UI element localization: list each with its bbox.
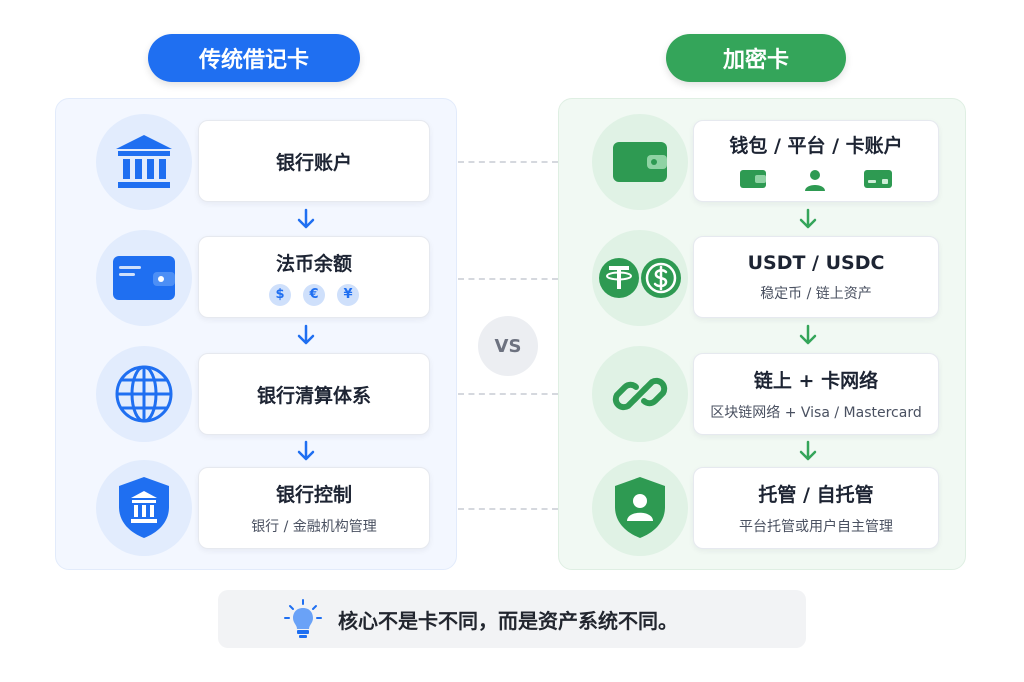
stablecoin-icon: [592, 230, 688, 326]
step-title: 钱包 / 平台 / 卡账户: [729, 134, 903, 157]
step-subtitle: 银行 / 金融机构管理: [251, 519, 377, 535]
connector-line: [458, 278, 558, 280]
dollar-coin-icon: $: [269, 283, 291, 306]
arrow-down-icon: [297, 208, 315, 229]
bank-icon: [96, 114, 192, 210]
crypto-step-chain-network: 链上 + 卡网络 区块链网络 + Visa / Mastercard: [693, 353, 939, 435]
vs-badge: VS: [478, 316, 538, 376]
step-title: 银行清算体系: [256, 384, 371, 407]
connector-line: [458, 508, 558, 510]
chain-link-icon: [592, 346, 688, 442]
arrow-down-icon: [297, 440, 315, 461]
traditional-step-fiat-balance: 法币余额 $ € ¥: [198, 236, 430, 318]
crypto-step-wallet-account: 钱包 / 平台 / 卡账户: [693, 120, 939, 202]
connector-line: [458, 393, 558, 395]
traditional-step-bank-control: 银行控制 银行 / 金融机构管理: [198, 467, 430, 549]
crypto-wallet-icon: [592, 114, 688, 210]
bank-shield-icon: [96, 460, 192, 556]
step-title: 链上 + 卡网络: [753, 370, 879, 392]
traditional-card-title: 传统借记卡: [148, 34, 360, 82]
footer-note: 核心不是卡不同，而是资产系统不同。: [218, 590, 806, 648]
connector-line: [458, 161, 558, 163]
step-title: 法币余额: [275, 252, 352, 275]
wallet-icon: [96, 230, 192, 326]
step-subtitle: 区块链网络 + Visa / Mastercard: [710, 405, 922, 421]
card-icon: [864, 169, 892, 188]
arrow-down-icon: [799, 440, 817, 461]
yen-coin-icon: ¥: [337, 283, 359, 306]
lightbulb-icon: [284, 599, 322, 638]
user-shield-icon: [592, 460, 688, 556]
footer-text: 核心不是卡不同，而是资产系统不同。: [338, 608, 678, 633]
crypto-card-title: 加密卡: [666, 34, 846, 82]
arrow-down-icon: [799, 324, 817, 345]
step-subtitle: 平台托管或用户自主管理: [739, 519, 893, 535]
arrow-down-icon: [799, 208, 817, 229]
step-subtitle: 稳定币 / 链上资产: [760, 285, 872, 302]
traditional-step-clearing-system: 银行清算体系: [198, 353, 430, 435]
traditional-step-bank-account: 银行账户: [198, 120, 430, 202]
user-icon: [805, 169, 825, 191]
arrow-down-icon: [297, 324, 315, 345]
step-title: 银行账户: [275, 151, 352, 174]
euro-coin-icon: €: [303, 283, 325, 306]
globe-icon: [96, 346, 192, 442]
mini-wallet-icon: [740, 169, 766, 188]
step-title: 托管 / 自托管: [758, 484, 874, 506]
crypto-step-stablecoins: USDT / USDC 稳定币 / 链上资产: [693, 236, 939, 318]
step-title: USDT / USDC: [747, 251, 885, 274]
crypto-step-custody: 托管 / 自托管 平台托管或用户自主管理: [693, 467, 939, 549]
step-title: 银行控制: [275, 484, 352, 506]
